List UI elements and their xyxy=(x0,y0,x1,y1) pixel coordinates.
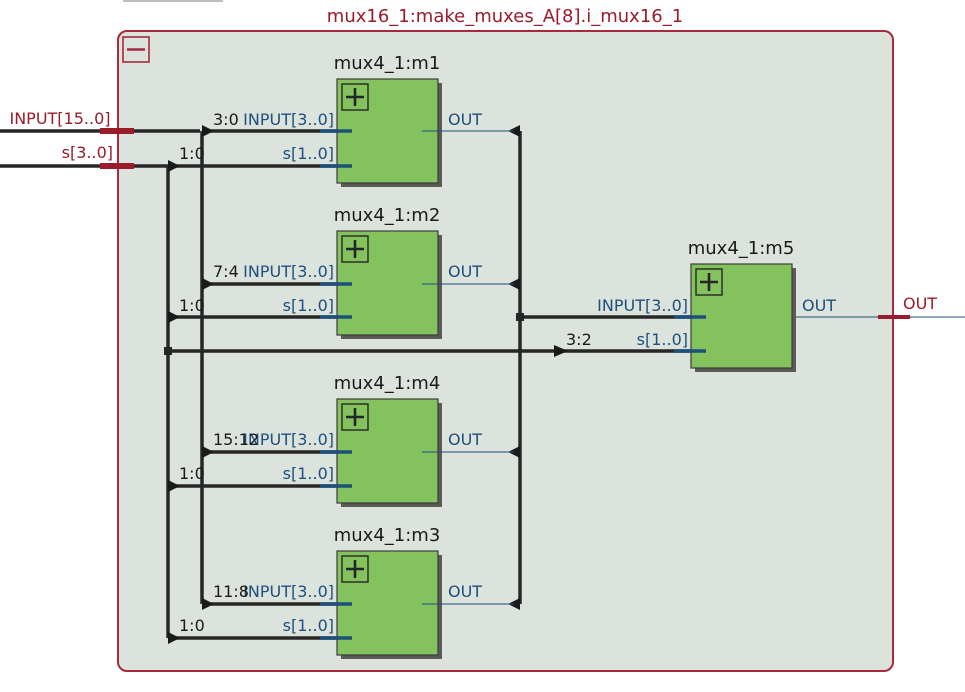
expand-icon[interactable] xyxy=(341,235,369,263)
instance-name: mux4_1:m4 xyxy=(334,373,441,394)
output-port-label: OUT xyxy=(903,294,937,313)
output-port[interactable]: OUT xyxy=(795,294,965,319)
instance-name: mux4_1:m3 xyxy=(334,525,441,546)
instance-m5[interactable]: mux4_1:m5 INPUT[3..0] s[1..0] OUT xyxy=(597,238,836,372)
input-port-label: INPUT[15..0] xyxy=(9,109,110,128)
instance-m2[interactable]: mux4_1:m2 INPUT[3..0] s[1..0] OUT xyxy=(243,205,514,339)
instance-m4[interactable]: mux4_1:m4 INPUT[3..0] s[1..0] OUT xyxy=(243,373,514,507)
bus-slice-label: 15:12 xyxy=(213,430,259,449)
bus-slice-label: 1:0 xyxy=(179,144,205,163)
bus-slice-label: 7:4 xyxy=(213,262,239,281)
instance-name: mux4_1:m1 xyxy=(334,53,441,74)
junction-dot xyxy=(516,313,524,321)
input-port[interactable]: INPUT[15..0] xyxy=(9,109,134,134)
bus-slice-label: 3:0 xyxy=(213,110,239,129)
collapse-button[interactable] xyxy=(122,36,150,63)
bus-slice-label: 1:0 xyxy=(179,464,205,483)
pin-input-label: INPUT[3..0] xyxy=(243,582,334,601)
pin-select-label: s[1..0] xyxy=(283,616,334,635)
expand-icon[interactable] xyxy=(695,268,723,296)
instance-name: mux4_1:m2 xyxy=(334,205,441,226)
pin-input-label: INPUT[3..0] xyxy=(243,430,334,449)
select-port-label: s[3..0] xyxy=(62,143,113,162)
pin-input-label: INPUT[3..0] xyxy=(597,296,688,315)
bus-slice-label: 3:2 xyxy=(566,330,592,349)
bus-slice-label: 1:0 xyxy=(179,296,205,315)
bus-slice-label: 11:8 xyxy=(213,582,249,601)
pin-out-label: OUT xyxy=(448,262,482,281)
pin-input-label: INPUT[3..0] xyxy=(243,110,334,129)
expand-icon[interactable] xyxy=(341,83,369,111)
module-title: mux16_1:make_muxes_A[8].i_mux16_1 xyxy=(327,6,683,27)
instance-m3[interactable]: mux4_1:m3 INPUT[3..0] s[1..0] OUT xyxy=(243,525,514,659)
expand-icon[interactable] xyxy=(341,403,369,431)
pin-select-label: s[1..0] xyxy=(283,144,334,163)
instance-name: mux4_1:m5 xyxy=(688,238,795,259)
pin-out-label: OUT xyxy=(448,110,482,129)
wires xyxy=(0,129,692,640)
top-scroll-strip xyxy=(123,0,223,2)
pin-select-label: s[1..0] xyxy=(637,330,688,349)
junction-dot xyxy=(164,347,172,355)
pin-out-label: OUT xyxy=(448,430,482,449)
pin-select-label: s[1..0] xyxy=(283,464,334,483)
pin-input-label: INPUT[3..0] xyxy=(243,262,334,281)
select-port[interactable]: s[3..0] xyxy=(62,143,134,169)
bus-slice-label: 1:0 xyxy=(179,616,205,635)
pin-select-label: s[1..0] xyxy=(283,296,334,315)
expand-icon[interactable] xyxy=(341,555,369,583)
instance-m1[interactable]: mux4_1:m1 INPUT[3..0] s[1..0] OUT xyxy=(243,53,514,187)
pin-out-label: OUT xyxy=(448,582,482,601)
pin-out-label: OUT xyxy=(802,296,836,315)
